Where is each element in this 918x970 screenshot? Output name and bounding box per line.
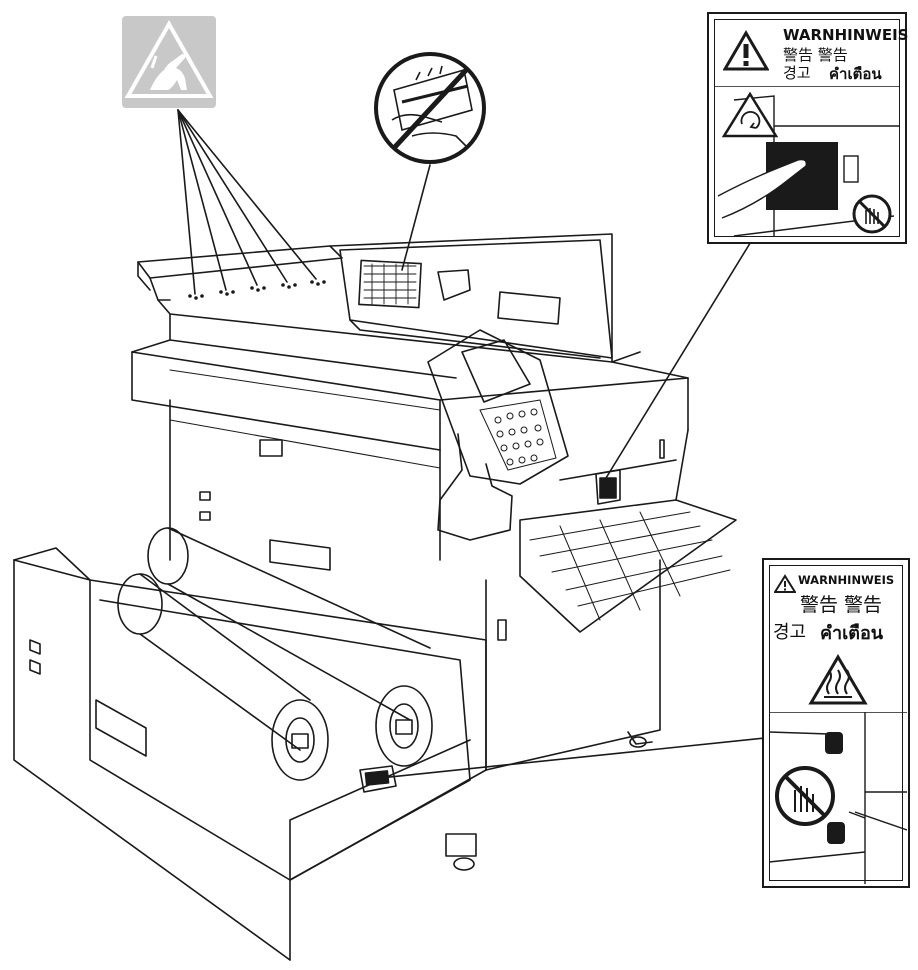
rotating-parts-illustration (714, 86, 900, 236)
no-hand-touch-icon (775, 766, 835, 826)
rotating-parts-icon (721, 91, 779, 138)
warning-line-thai: คำเตือน (820, 623, 884, 644)
hot-roll-illustration (769, 712, 907, 884)
hot-surface-icon (808, 654, 868, 705)
warning-title: WARNHINWEIS (783, 26, 909, 44)
warning-line-thai: คำเตือน (829, 65, 882, 83)
esd-warning-icon (124, 19, 214, 98)
hot-surface-warning-label: WARNHINWEIS 警告 警告 경고 คำเตือน (762, 558, 910, 888)
warning-line-korean: 경고 (783, 64, 811, 82)
rotating-parts-warning-label: WARNHINWEIS 警告 警告 경고 คำเตือน (707, 12, 909, 244)
warning-title: WARNHINWEIS (798, 573, 895, 587)
warning-line-korean: 경고 (773, 622, 807, 643)
esd-label (122, 16, 216, 108)
no-touch-fuser-icon (374, 52, 486, 164)
no-hand-touch-icon (852, 194, 892, 234)
warning-line-cjk: 警告 警告 (800, 594, 883, 616)
caution-triangle-icon (723, 30, 769, 71)
caution-triangle-icon (774, 574, 796, 593)
warning-line-cjk: 警告 警告 (783, 46, 848, 64)
